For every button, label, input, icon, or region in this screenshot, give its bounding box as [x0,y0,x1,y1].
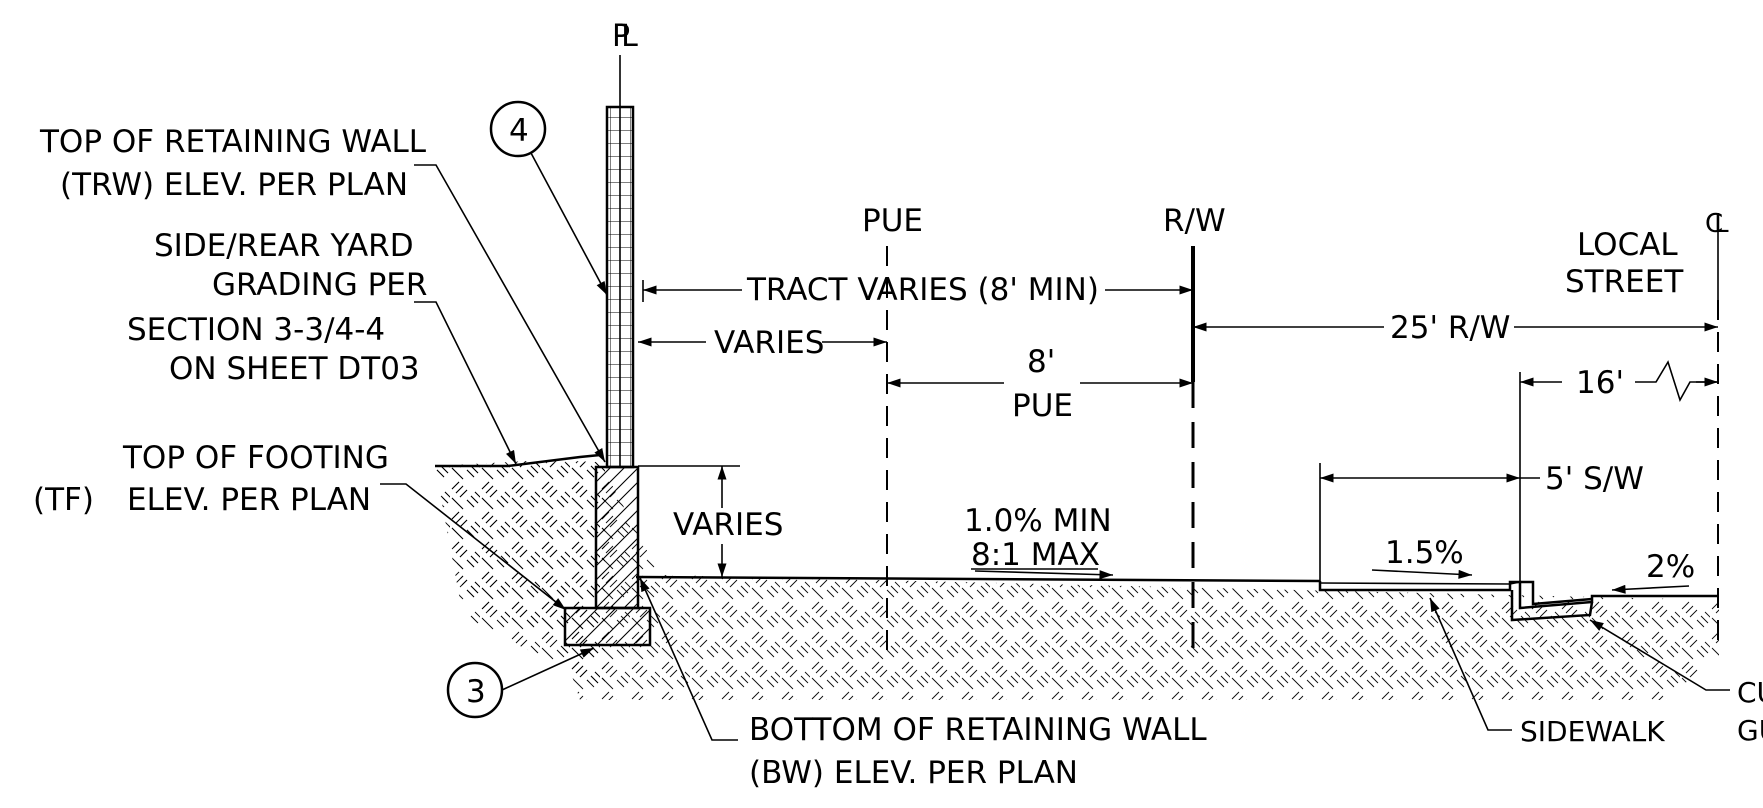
trw-note-leader [414,164,606,463]
callout-4-text: 4 [509,113,529,149]
callout-3-text: 3 [466,674,486,710]
side-note-leader [414,301,517,465]
curb-note-line-1: CU [1737,676,1763,709]
sixteen-dim-text: 16' [1576,365,1624,401]
rw-top-label: R/W [1163,203,1226,239]
slope-max-text: 8:1 MAX [971,537,1100,573]
side-note-line-4: ON SHEET DT03 [169,351,420,387]
sidewalk-slope-arrow [1371,569,1473,579]
side-note-line-1: SIDE/REAR YARD [154,228,414,264]
trw-note-line-2: (TRW) ELEV. PER PLAN [60,167,408,203]
cl-symbol-label: CL [1705,209,1729,239]
bw-note-line-2: (BW) ELEV. PER PLAN [749,755,1078,791]
break-symbol [1635,360,1718,403]
curb-note-leader [1589,619,1730,691]
local-street-label-1: LOCAL [1577,227,1678,263]
sidewalk-note-text: SIDEWALK [1520,715,1665,748]
tf-note-leader [380,483,567,611]
sidewalk-note-leader [1429,597,1512,731]
callout-4-leader [530,152,608,296]
callout-4-circle [489,100,547,158]
property-line-symbol: PL [612,19,647,54]
rw-dim-text: 25' R/W [1390,310,1510,346]
trw-note-line-1: TOP OF RETAINING WALL [39,124,427,160]
slope-min-text: 1.0% MIN [964,503,1112,539]
tract-dim-text: TRACT VARIES (8' MIN) [746,272,1099,308]
yard-soil-hatch [435,462,605,690]
curb-gutter [1520,580,1593,606]
soil-hatch [435,460,1719,700]
wall-varies-text: VARIES [673,507,783,543]
tf-note-line-1: TOP OF FOOTING [122,440,389,476]
bw-note-line-1: BOTTOM OF RETAINING WALL [749,712,1207,748]
pue-dim-value: 8' [1027,344,1055,380]
callout-3-leader [501,647,595,691]
retaining-wall-stem [594,465,640,610]
yard-ground-line [435,453,601,468]
slope-arrow [974,570,1114,580]
street-slope-text: 2% [1646,549,1695,585]
varies-dim-text: VARIES [714,325,824,361]
pue-top-label: PUE [862,203,923,239]
sidewalk-slope-text: 1.5% [1385,535,1464,571]
street-slope-arrow [1611,584,1690,594]
tf-note-line-2b: ELEV. PER PLAN [127,482,371,518]
curb-base [1510,590,1594,622]
tf-note-line-2a: (TF) [33,482,94,518]
curb-note-line-2: GU [1737,714,1763,747]
pue-dim-label: PUE [1012,388,1073,424]
local-street-label-2: STREET [1565,264,1684,300]
finished-grade-line [635,575,1321,583]
retaining-wall-footing [563,606,652,647]
sw-dim-text: 5' S/W [1545,461,1644,497]
bw-note-leader [639,577,738,741]
side-note-line-2: GRADING PER [212,267,427,303]
pl-symbol-label: PL [612,19,638,54]
sidewalk-top [1319,581,1521,585]
side-note-line-3: SECTION 3-3/4-4 [127,312,385,348]
